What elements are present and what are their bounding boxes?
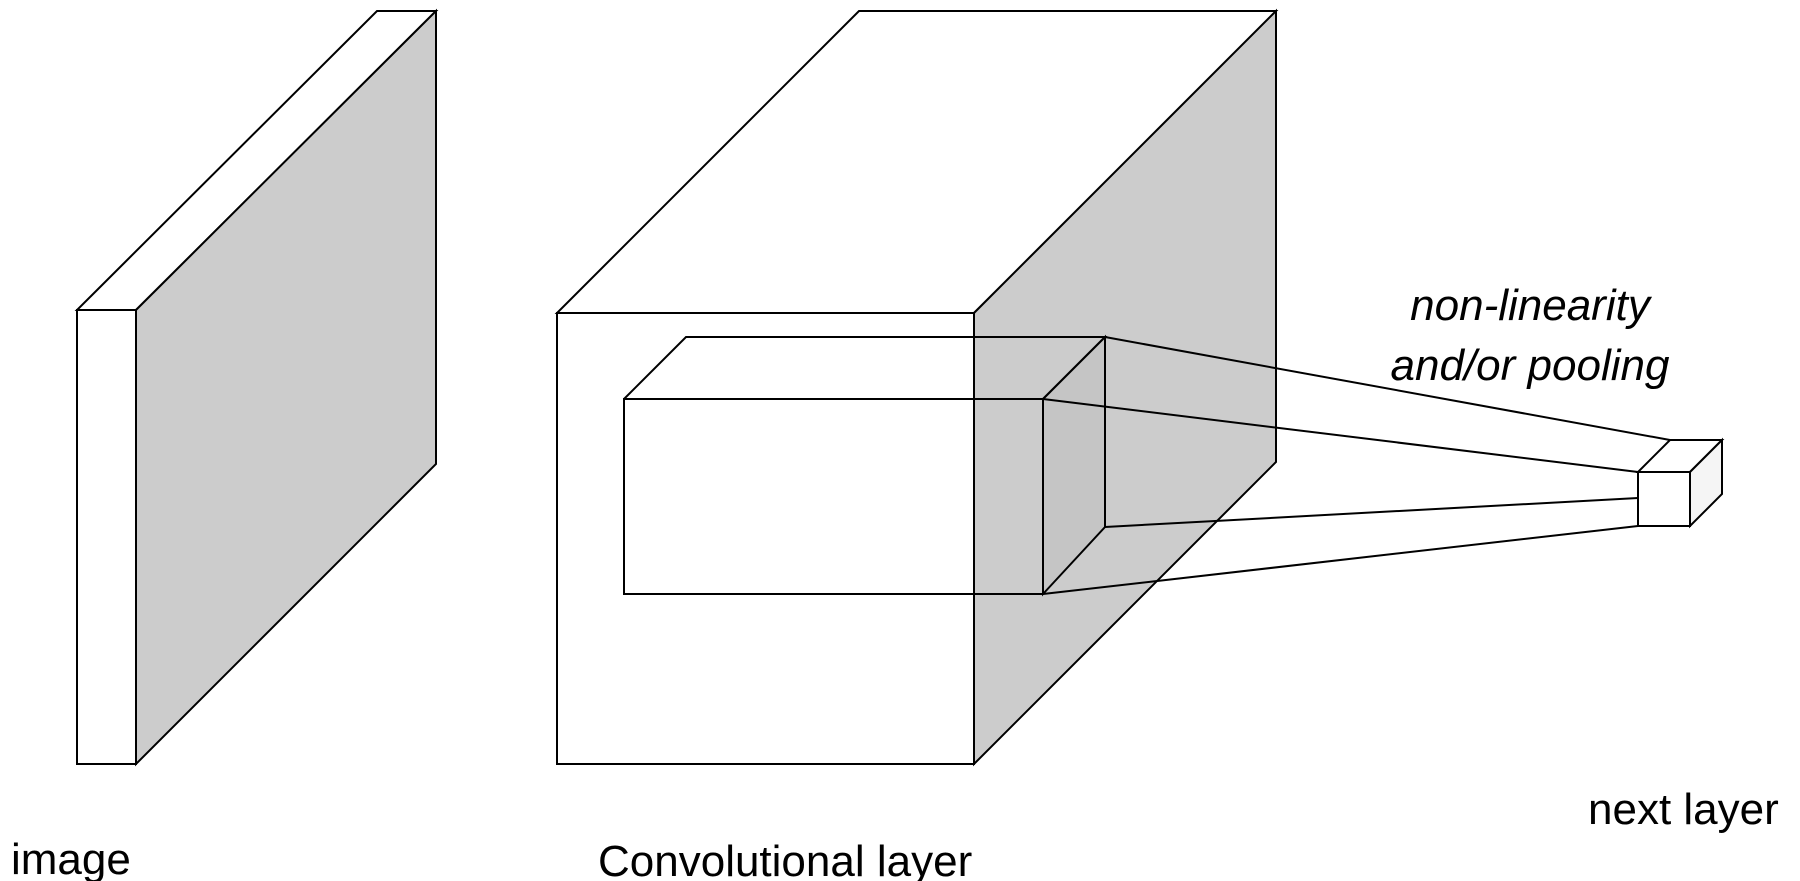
receptive-field-front-face-overlap — [974, 399, 1043, 594]
projection-line-middle — [1104, 497, 1639, 528]
next-layer-front-face — [1637, 471, 1691, 527]
operation-label-line2: and/or pooling — [1391, 341, 1670, 390]
image-label: image — [11, 835, 131, 881]
next-layer-unit — [1635, 437, 1725, 529]
projection-line-bottom — [1042, 525, 1639, 595]
operation-label-line1: non-linearity — [1410, 281, 1653, 330]
receptive-field-front-face — [624, 399, 974, 594]
next-layer-label: next layer — [1588, 785, 1779, 834]
conv-layer-label: Convolutional layer — [598, 837, 972, 881]
projection-line-upper — [1042, 398, 1639, 473]
image-volume — [74, 8, 439, 767]
image-volume-front-face — [76, 309, 137, 765]
projection-lines — [1042, 336, 1671, 595]
receptive-field-box — [623, 334, 1108, 597]
projection-line-top — [1104, 336, 1671, 441]
receptive-field-front-outline — [623, 398, 1044, 595]
conv-layer-volume — [554, 8, 1279, 767]
